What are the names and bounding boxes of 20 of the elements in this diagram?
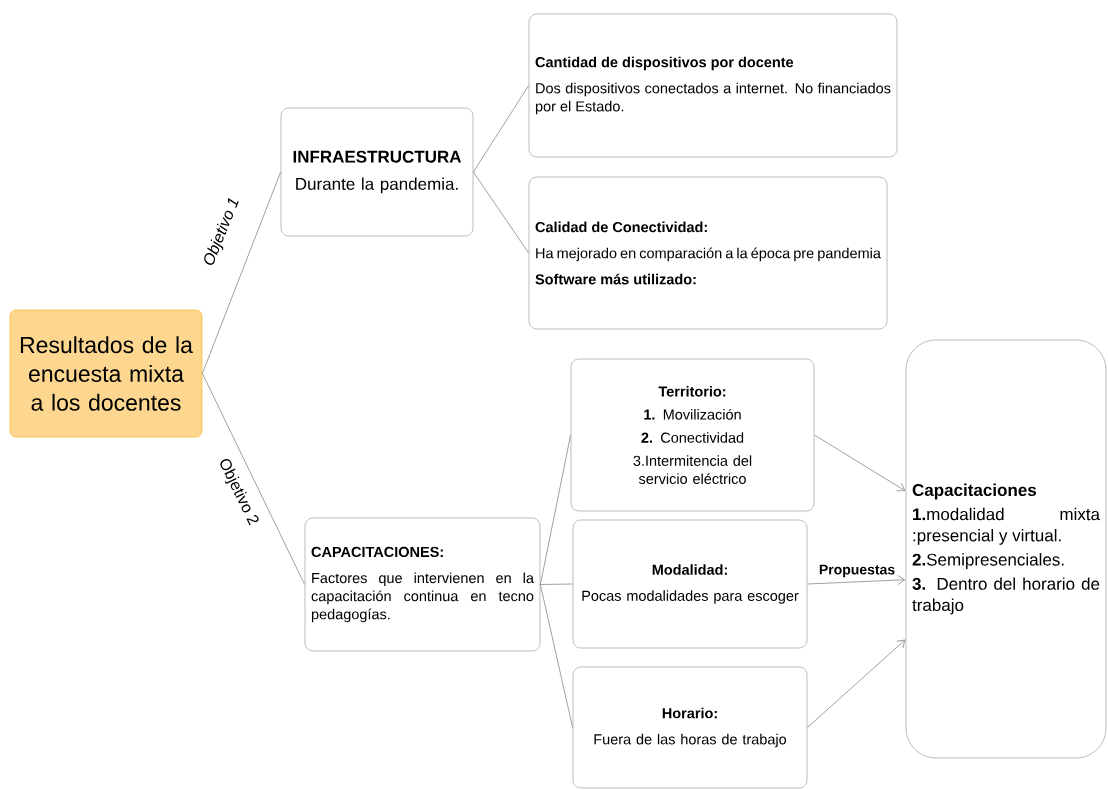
finding-box: Cantidad de dispositivos por docente Dos dispositivos conectados a internet. No financiados por el Estado. [528, 13, 898, 158]
topic-box: CAPACITACIONES: Factores que intervienen en la capacitación continua en tecno pedagogías. [304, 517, 541, 652]
factor-box: Modalidad: Pocas modalidades para escoger [572, 519, 808, 649]
arrow [806, 575, 906, 585]
connector-line [472, 85, 530, 173]
title-box: Resultados de la encuesta mixta a los docentes [9, 309, 203, 438]
factor-box: Territorio: 1. Movilización 2. Conectividad 3.Intermitencia del servicio eléctrico [570, 358, 815, 512]
connector-line [472, 171, 530, 254]
topic-box: INFRAESTRUCTURA Durante la pandemia. [280, 107, 474, 237]
connector-line [201, 171, 282, 374]
edge-label: Propuestas [817, 563, 897, 579]
factor-box: Horario: Fuera de las horas de trabajo [572, 666, 808, 789]
connector-line [201, 373, 306, 585]
arrow [806, 639, 906, 728]
finding-box: Calidad de Conectividad: Ha mejorado en comparación a la época pre pandemia Software más utilizado: [528, 176, 888, 330]
connector-line [539, 584, 574, 728]
connector-line [539, 583, 574, 585]
proposal-box: Capacitaciones 1.modalidad mixta :presencial y virtual. 2.Semipresenciales. 3. Dentro del horario de trabajo [905, 339, 1107, 759]
arrow [813, 434, 906, 492]
connector-line [539, 434, 572, 585]
